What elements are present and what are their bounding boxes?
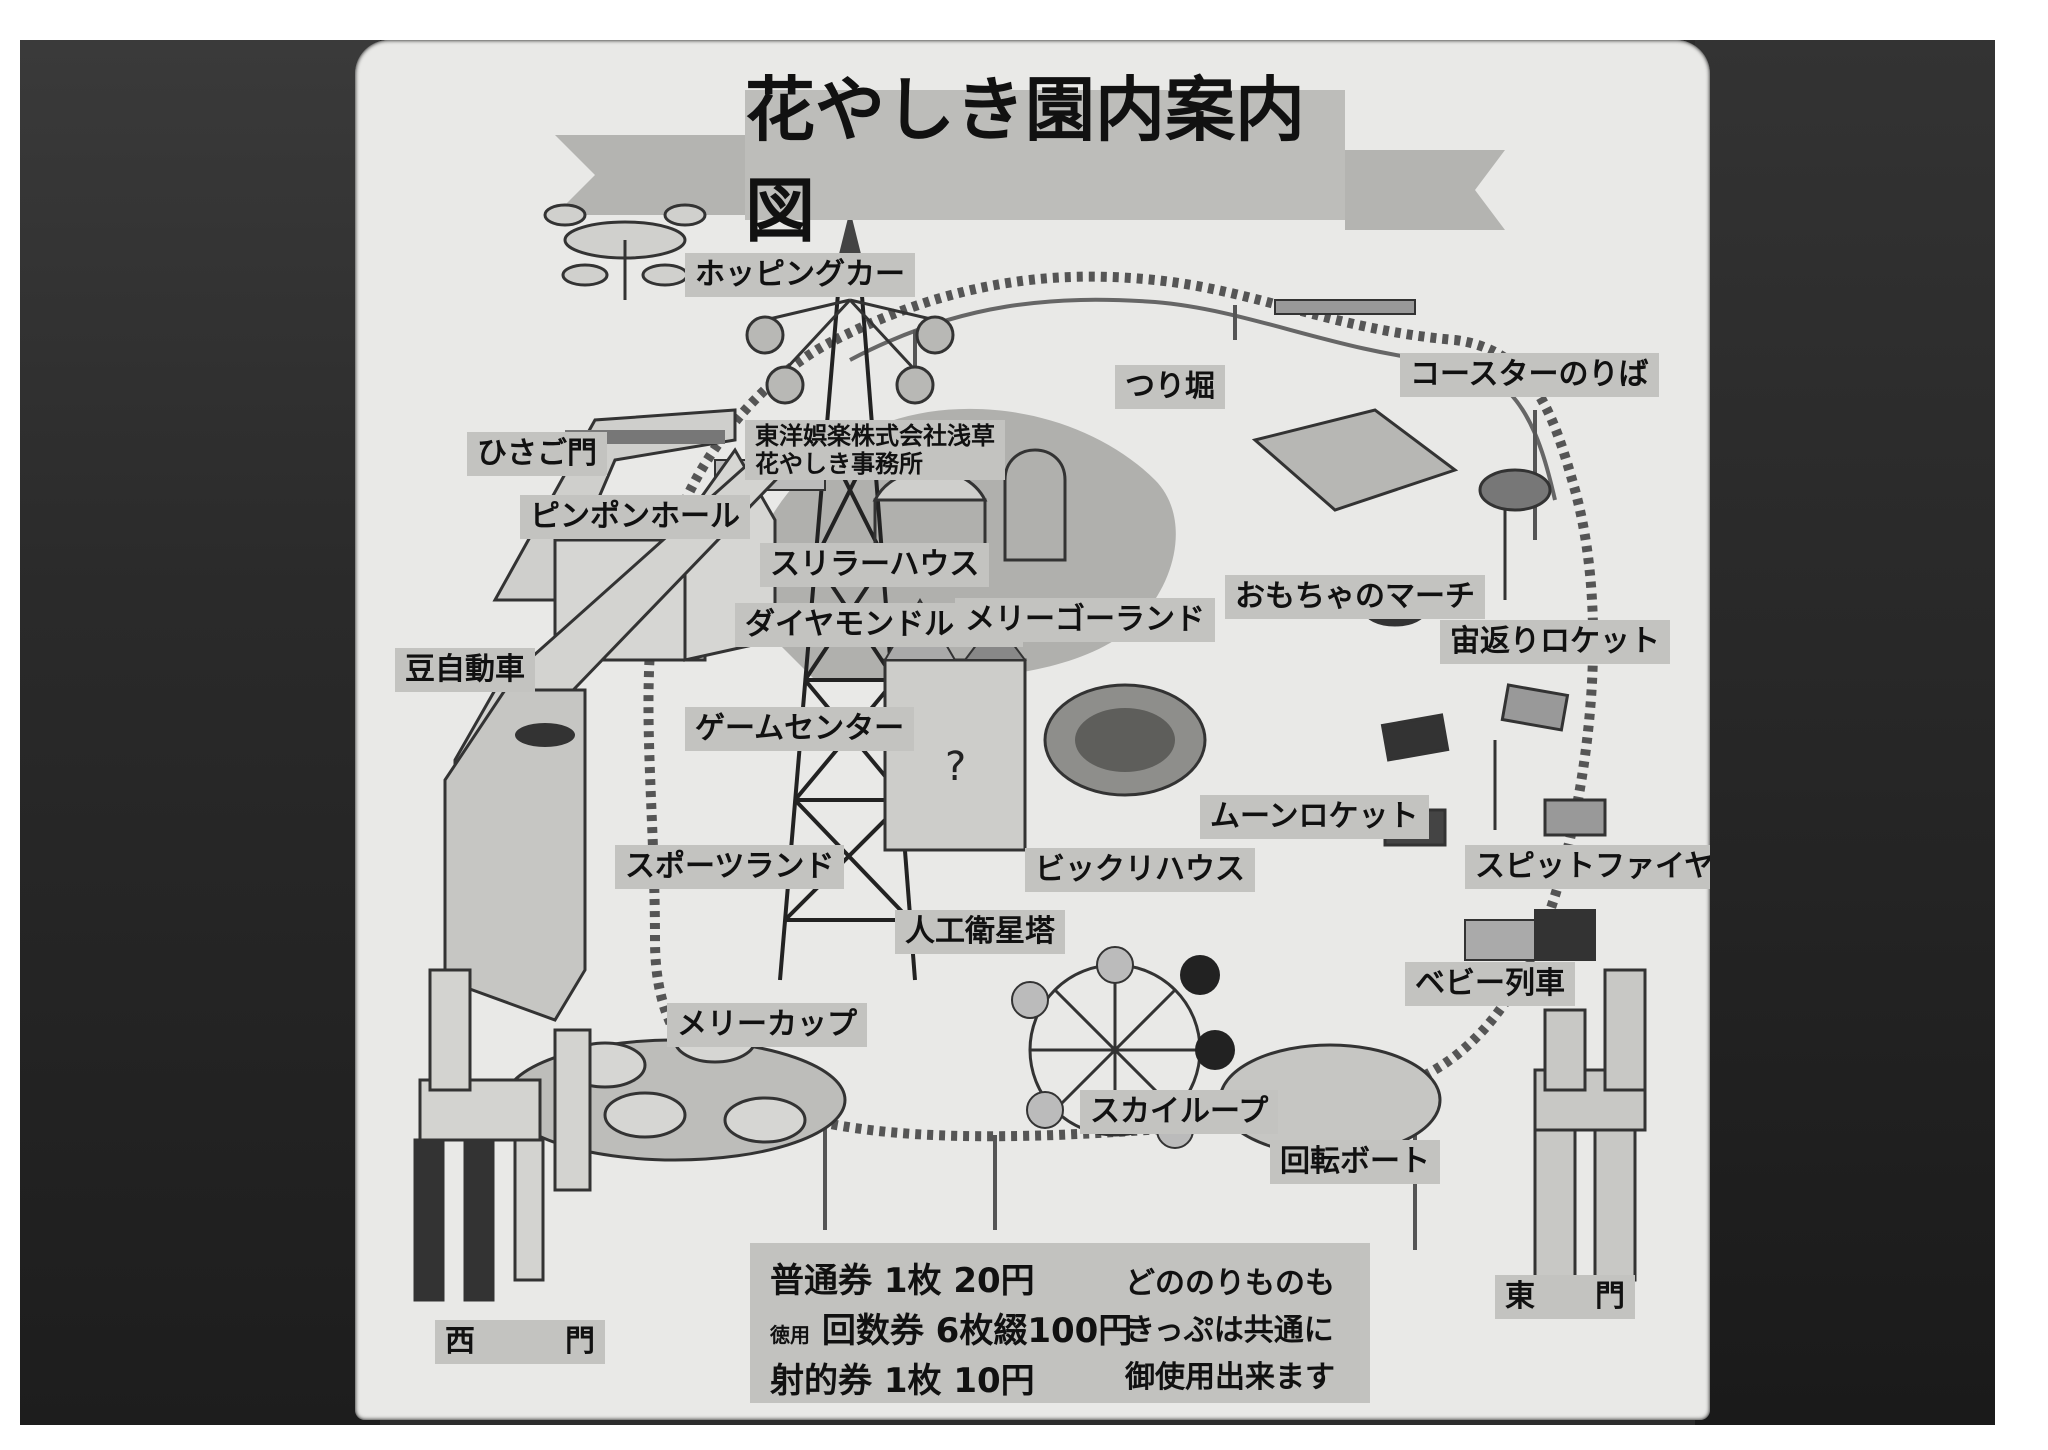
tower-arms [764,298,936,372]
ticket-coupon-row: 徳用 回数券 6枚綴100円 [770,1303,1132,1352]
east-gate-structure [1533,968,1647,1282]
map-board: ? [355,40,1710,1420]
label-baby-train: ベビー列車 [1405,962,1575,1006]
ticket-shooting: 射的券 1枚 10円 [770,1361,1035,1401]
tower-gondolas [745,315,955,405]
label-thriller-house: スリラーハウス [760,543,990,587]
coaster-rail-inner [849,297,1557,501]
svg-text:?: ? [945,744,966,790]
label-merry-go-round: メリーゴーランド [955,598,1215,642]
label-moon-rocket: ムーンロケット [1200,795,1429,839]
label-merry-cup: メリーカップ [667,1003,867,1047]
label-coaster-stop: コースターのりば [1400,353,1659,397]
label-hopping-car: ホッピングカー [685,253,915,297]
label-spitfire: スピットファイヤー [1465,845,1710,889]
label-office: 東洋娯楽株式会社浅草花やしき事務所 [745,420,1005,480]
label-game-center: ゲームセンター [685,707,915,751]
notice-line-2: きっぷは共通に [1125,1313,1334,1348]
wall-right [1695,40,1995,1425]
label-hisago-gate: ひさご門 [467,432,607,476]
ticket-regular: 普通券 1枚 20円 [770,1261,1035,1301]
birdcage [1003,448,1067,562]
label-sky-loop: スカイループ [1080,1090,1279,1134]
label-uchugaeri-rocket: 宙返りロケット [1440,620,1670,664]
label-sports-land: スポーツランド [615,845,845,889]
label-bikkuri-house: ビックリハウス [1025,848,1255,892]
bikkuri-house [883,658,1027,852]
spitfire-ride [1380,683,1607,847]
wall-left [20,40,380,1425]
label-mame-jidosha: 豆自動車 [395,648,535,692]
coaster-platform [1274,299,1416,315]
label-west-gate: 西 門 [435,1320,605,1364]
map-title: 花やしき園内案内図 [745,69,1345,252]
notice-line-3: 御使用出来ます [1125,1360,1335,1395]
ticket-info-panel: 普通券 1枚 20円 徳用 回数券 6枚綴100円 射的券 1枚 10円 どのの… [750,1243,1370,1403]
label-tsuribori: つり堀 [1115,365,1225,409]
label-east-gate: 東 門 [1495,1275,1635,1319]
label-tower: 人工衛星塔 [895,910,1065,954]
banner-left-ribbon [555,135,745,215]
label-pingpong-hall: ピンポンホール [520,495,750,539]
baby-train [1464,909,1596,961]
ticket-coupon-prefix: 徳用 [770,1323,810,1347]
notice-line-1: どののりものも [1125,1266,1335,1301]
tsuribori-pond [1251,408,1459,512]
ticket-coupon: 回数券 6枚綴100円 [821,1311,1133,1351]
west-gate-structure [413,968,592,1302]
sky-loop-gondolas [1180,955,1235,1070]
hopping-car-ride [543,203,707,300]
mame-jidosha-car [515,723,575,747]
label-toy-march: おもちゃのマーチ [1225,575,1485,619]
label-boat: 回転ボート [1270,1140,1440,1184]
banner-right-ribbon [1345,150,1505,230]
